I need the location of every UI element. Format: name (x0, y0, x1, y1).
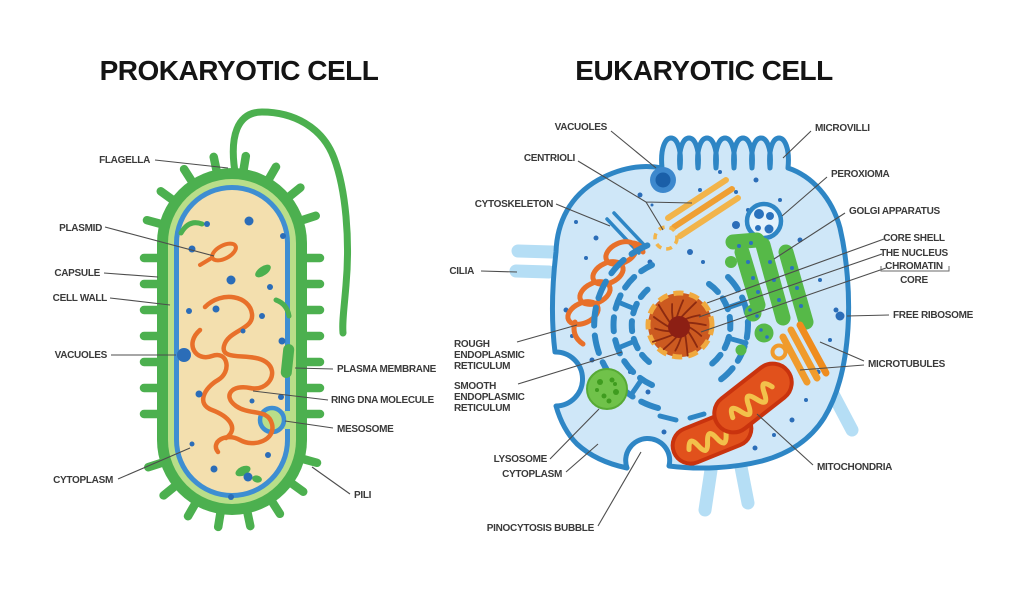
peroxioma-label: PEROXIOMA (831, 169, 889, 180)
svg-text:ENDOPLASMIC: ENDOPLASMIC (454, 350, 525, 361)
vacuole-dots (177, 216, 286, 500)
prokaryotic-labels: FLAGELLA PLASMID CAPSULE CELL WALL VACUO… (53, 155, 437, 501)
eukaryotic-labels: VACUOLES CENTRIOLI CYTOSKELETON CILIA RO… (449, 122, 974, 534)
free-ribosome-leader (846, 314, 890, 317)
ring-dna-label: RING DNA MOLECULE (331, 395, 434, 406)
svg-text:ENDOPLASMIC: ENDOPLASMIC (454, 392, 525, 403)
svg-text:SMOOTH: SMOOTH (454, 381, 496, 392)
plasma-membrane-label: PLASMA MEMBRANE (337, 364, 437, 375)
microvilli-label: MICROVILLI (815, 123, 870, 134)
rough-er-label: ROUGH ENDOPLASMIC RETICULUM (454, 339, 525, 372)
golgi-leader (773, 212, 846, 260)
nuclear-envelope-ring (645, 290, 715, 360)
mesosome-leader (284, 420, 334, 429)
eukaryotic-title: EUKARYOTIC CELL (575, 55, 833, 86)
the-nucleus-label: THE NUCLEUS (880, 248, 948, 259)
chromatin-label: CHROMATIN (885, 261, 943, 272)
capsule-leader (103, 272, 159, 278)
flagella-label: FLAGELLA (99, 155, 150, 166)
prokaryotic-leader-lines (103, 159, 351, 495)
vacuoles-euk-label: VACUOLES (555, 122, 608, 133)
prokaryotic-panel: PROKARYOTIC CELL (53, 55, 437, 532)
mesosome (257, 405, 296, 435)
core-shell-leader (706, 238, 885, 304)
microtubules (770, 321, 830, 386)
core-bracket (880, 266, 950, 272)
cytoplasm-label: CYTOPLASM (53, 475, 113, 486)
pinocytosis-leader (597, 451, 642, 527)
mitochondrion-2 (712, 361, 794, 435)
plasma-membrane-leader (294, 367, 334, 370)
mitochondria-label: MITOCHONDRIA (817, 462, 892, 473)
cytoplasm-euk-leader (565, 443, 599, 473)
green-inclusions (178, 220, 295, 483)
eukaryotic-panel: EUKARYOTIC CELL (449, 55, 974, 534)
svg-text:ROUGH: ROUGH (454, 339, 490, 350)
free-ribosome-dot (835, 311, 845, 321)
cytoplasm-leader (117, 447, 191, 480)
golgi-apparatus (725, 232, 814, 356)
rough-er-leader (516, 324, 578, 343)
chromatin (652, 299, 707, 357)
smooth-er-arcs (591, 241, 751, 423)
microtubules-leader (799, 341, 865, 371)
cell-wall-leader (109, 297, 171, 306)
flagellum (229, 108, 351, 337)
rough-er-coil (565, 239, 646, 347)
prokaryotic-cell-drawing (139, 108, 351, 532)
plasmid-label: PLASMID (59, 223, 102, 234)
free-ribosome-label: FREE RIBOSOME (893, 310, 974, 321)
smooth-er-leader (517, 351, 623, 385)
core-label: CORE (900, 275, 928, 286)
cilia (509, 244, 859, 517)
vacuoles-euk-leader (610, 130, 657, 169)
cytoskeleton-leader (555, 203, 611, 227)
ribosome-dots (563, 170, 839, 458)
centrioles (653, 177, 741, 251)
cilia-label: CILIA (449, 266, 474, 277)
eukaryotic-leader-lines (480, 130, 950, 527)
cell-wall-label: CELL WALL (53, 293, 108, 304)
golgi-label: GOLGI APPARATUS (849, 206, 941, 217)
cytoskeleton-label: CYTOSKELETON (475, 199, 553, 210)
centrioli-label: CENTRIOLI (524, 153, 576, 164)
capsule-label: CAPSULE (54, 268, 100, 279)
pili-spikes (139, 151, 325, 532)
svg-text:RETICULUM: RETICULUM (454, 403, 510, 414)
lysosome-leader (549, 408, 600, 460)
peroxioma-leader (781, 176, 828, 217)
core-shell-label: CORE SHELL (883, 233, 945, 244)
vacuole (650, 167, 676, 193)
plasmid-leader (104, 226, 215, 257)
cilia-leader (480, 270, 518, 273)
prokaryotic-title: PROKARYOTIC CELL (100, 55, 379, 86)
ring-dna-leader (252, 390, 329, 401)
microvilli-leader (782, 130, 812, 159)
cytoplasm-euk-label: CYTOPLASM (502, 469, 562, 480)
ring-dna (190, 294, 275, 455)
chromatin-leader (700, 267, 887, 333)
centriole-ring (653, 225, 679, 251)
nucleus (645, 290, 715, 360)
microtubules-label: MICROTUBULES (868, 359, 946, 370)
lysosome (586, 368, 628, 410)
mesosome-label: MESOSOME (337, 424, 394, 435)
vacuoles-label: VACUOLES (55, 350, 108, 361)
plasmid (198, 241, 238, 267)
svg-text:RETICULUM: RETICULUM (454, 361, 510, 372)
centrioli-leader (577, 160, 693, 231)
lysosome-label: LYSOSOME (494, 454, 548, 465)
pili-leader (311, 466, 351, 495)
nucleolus (668, 316, 690, 338)
the-nucleus-leader (698, 253, 883, 318)
smooth-er-label: SMOOTH ENDOPLASMIC RETICULUM (454, 381, 525, 414)
mitochondria-leader (756, 413, 814, 466)
eukaryotic-cell-drawing (509, 135, 859, 517)
pili-label: PILI (354, 490, 372, 501)
flagella-leader (154, 159, 229, 169)
pinocytosis-label: PINOCYTOSIS BUBBLE (487, 523, 595, 534)
